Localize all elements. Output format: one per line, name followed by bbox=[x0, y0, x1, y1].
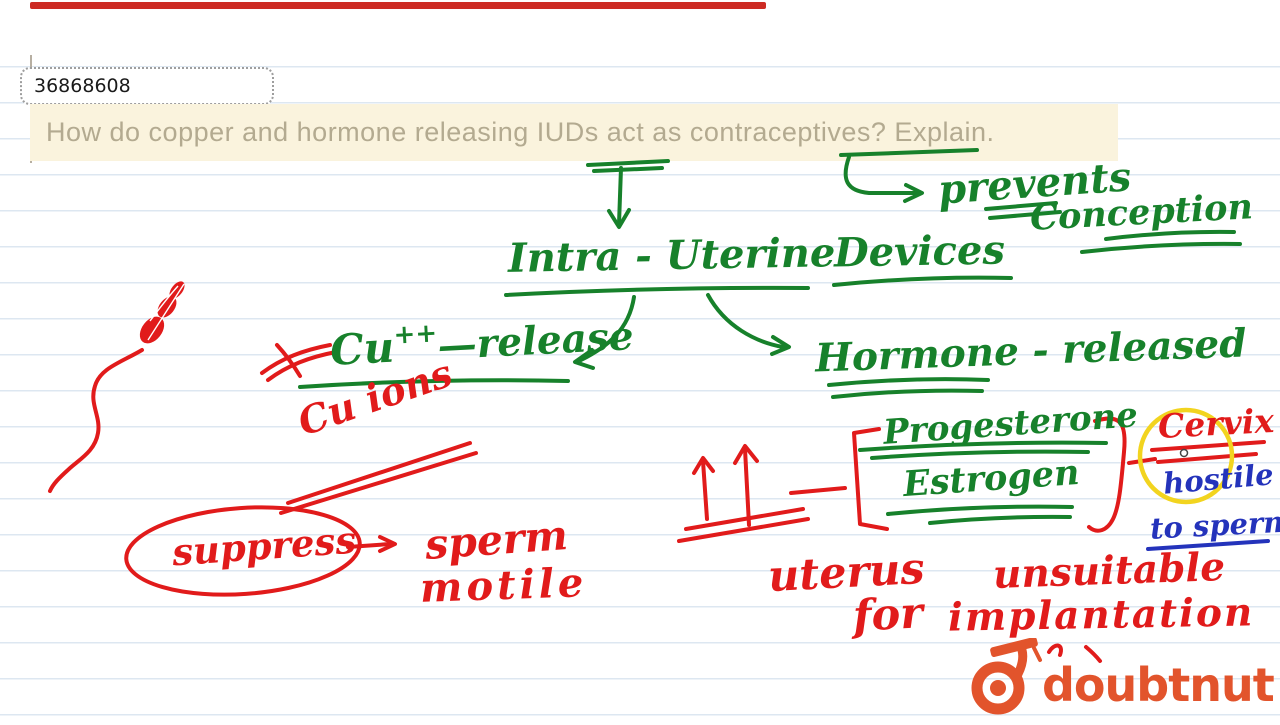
question-id: 36868608 bbox=[34, 75, 131, 97]
branch-right-head bbox=[770, 335, 791, 356]
cross-mark-1 bbox=[260, 343, 332, 375]
up-arrow-2-stem bbox=[743, 447, 751, 527]
cu-charge: ++ bbox=[392, 318, 438, 351]
stray-stroke-2 bbox=[1084, 645, 1102, 663]
logo-dot bbox=[990, 680, 1006, 696]
underline-cu-ions-2 bbox=[279, 451, 478, 515]
sperm-head-scribble-2 bbox=[149, 285, 179, 322]
stray-stroke-1 bbox=[1047, 643, 1063, 657]
hook-arrow-prevents-head bbox=[903, 183, 924, 203]
hook-arrow-prevents bbox=[843, 155, 918, 195]
left-bracket bbox=[852, 427, 889, 531]
underline-devices bbox=[832, 275, 1013, 287]
underline-iuds-1 bbox=[586, 159, 670, 167]
suppress-ellipse bbox=[124, 505, 362, 597]
logo-cap bbox=[990, 636, 1038, 658]
note-motile: motile bbox=[419, 559, 589, 612]
ruled-paper-lines bbox=[0, 66, 1280, 720]
doubtnut-logo-mark bbox=[971, 636, 1042, 715]
up-arrow-1-stem bbox=[701, 459, 709, 521]
underline-iuds-2 bbox=[592, 166, 664, 173]
sperm-tail bbox=[48, 348, 144, 493]
suppress-arrow-head bbox=[378, 535, 397, 553]
cursor-highlight-ring[interactable] bbox=[1137, 407, 1235, 505]
note-cervix: Cervix bbox=[1157, 400, 1275, 447]
equals-mark-2 bbox=[988, 210, 1062, 220]
underline-to-sperm bbox=[1146, 539, 1270, 551]
underline-estrogen-2 bbox=[928, 514, 1072, 525]
underline-cu-release bbox=[298, 378, 570, 389]
up-arrows-underline-2 bbox=[677, 517, 810, 543]
underline-progesterone-1 bbox=[858, 440, 1108, 452]
doubtnut-logo[interactable]: doubtnut bbox=[960, 636, 1280, 720]
underline-conception-2 bbox=[1080, 241, 1242, 254]
underline-cu-ions-1 bbox=[286, 441, 472, 505]
down-arrow-stem bbox=[617, 166, 623, 226]
cross-mark-2 bbox=[266, 350, 338, 382]
branch-left-head bbox=[573, 348, 595, 370]
sperm-head-blob-2 bbox=[157, 296, 177, 318]
suppress-arrow bbox=[346, 542, 392, 549]
underline-intra-uterine bbox=[504, 285, 810, 297]
note-devices: Devices bbox=[833, 226, 1006, 277]
sperm-head-scribble-1 bbox=[147, 283, 185, 341]
up-arrow-2-head bbox=[733, 444, 759, 465]
note-intra-uterine: Intra - Uterine bbox=[507, 229, 836, 282]
cursor-dot[interactable] bbox=[1179, 448, 1189, 458]
underline-hormone-2 bbox=[831, 388, 984, 399]
equals-mark-1 bbox=[984, 201, 1058, 211]
right-bracket bbox=[1087, 416, 1127, 533]
logo-wordmark: doubtnut bbox=[1042, 658, 1275, 712]
question-id-chip: 36868608 bbox=[20, 67, 274, 105]
sperm-head-blob-1 bbox=[169, 281, 185, 299]
underline-estrogen-1 bbox=[886, 504, 1074, 516]
note-implantation: implantation bbox=[947, 589, 1255, 641]
branch-left-curve bbox=[579, 295, 636, 362]
logo-stem bbox=[1013, 645, 1028, 679]
down-arrow-head bbox=[607, 208, 631, 229]
underline-conception-1 bbox=[1104, 229, 1236, 241]
underline-progesterone-2 bbox=[870, 449, 1090, 460]
note-for: for bbox=[851, 588, 925, 642]
underline-cervix-1 bbox=[1150, 440, 1266, 452]
underline-contraceptives bbox=[839, 148, 979, 157]
underline-hormone-1 bbox=[827, 377, 990, 387]
video-progress-bar[interactable] bbox=[30, 2, 766, 9]
cross-mark-3 bbox=[275, 343, 302, 378]
cu-symbol: Cu bbox=[328, 322, 396, 375]
logo-ring bbox=[971, 661, 1025, 715]
question-text: How do copper and hormone releasing IUDs… bbox=[46, 117, 995, 147]
dash-to-bracket bbox=[789, 486, 847, 495]
branch-right-curve bbox=[706, 293, 785, 349]
logo-tassel bbox=[1032, 646, 1042, 662]
up-arrows-underline-1 bbox=[684, 507, 805, 531]
note-to-sperm: to sperm bbox=[1149, 504, 1280, 546]
underline-cervix-2 bbox=[1156, 452, 1258, 464]
up-arrow-1-head bbox=[692, 456, 715, 475]
